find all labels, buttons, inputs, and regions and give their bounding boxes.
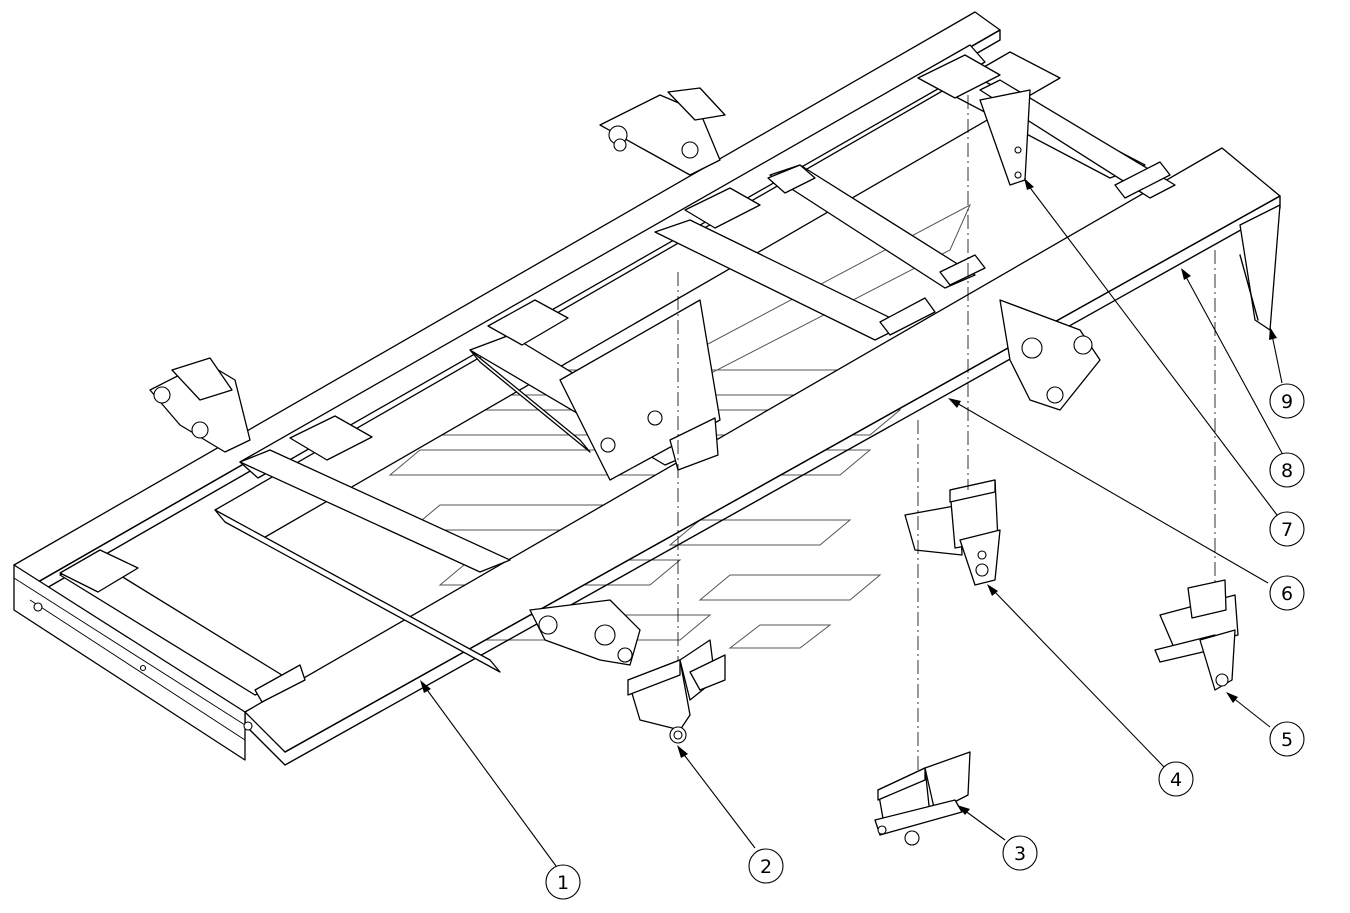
callout-3: 3 xyxy=(1002,835,1038,871)
callout-9-label: 9 xyxy=(1281,391,1293,413)
callout-7-label: 7 xyxy=(1281,519,1293,541)
part-2-bracket xyxy=(627,639,726,744)
callout-8-label: 8 xyxy=(1281,460,1293,482)
callout-1-label: 1 xyxy=(557,872,569,894)
callout-6-label: 6 xyxy=(1281,583,1293,605)
end-cross-beam xyxy=(13,564,246,761)
part-4-bracket xyxy=(904,479,1001,586)
part-3-bracket xyxy=(874,751,971,846)
callout-2: 2 xyxy=(748,848,784,884)
part-7-bracket xyxy=(979,89,1031,186)
part-5-bracket xyxy=(1154,579,1239,691)
callout-4-label: 4 xyxy=(1170,769,1182,791)
assembly-lines xyxy=(677,95,1216,770)
callout-5-label: 5 xyxy=(1281,729,1293,751)
hanger-front-left xyxy=(149,357,251,453)
callout-8: 8 xyxy=(1269,452,1305,488)
main-frame xyxy=(13,11,1281,766)
part-9-bracket xyxy=(1239,204,1281,331)
callout-7: 7 xyxy=(1269,511,1305,547)
suspension-hangers xyxy=(149,87,1101,666)
hanger-front-middle xyxy=(529,599,641,666)
callout-4: 4 xyxy=(1158,761,1194,797)
inner-rail-lower xyxy=(239,44,986,479)
callout-5: 5 xyxy=(1269,721,1305,757)
center-box xyxy=(559,299,721,481)
leader-lines xyxy=(420,178,1284,867)
callout-9: 9 xyxy=(1269,383,1305,419)
callout-6: 6 xyxy=(1269,575,1305,611)
callout-1: 1 xyxy=(545,864,581,900)
callout-2-label: 2 xyxy=(760,856,772,878)
rear-long-rail xyxy=(13,11,1001,583)
hanger-rear-right xyxy=(999,299,1101,411)
callout-3-label: 3 xyxy=(1014,843,1026,865)
hanger-rear-left xyxy=(599,87,726,176)
mounting-pads xyxy=(59,54,1171,703)
